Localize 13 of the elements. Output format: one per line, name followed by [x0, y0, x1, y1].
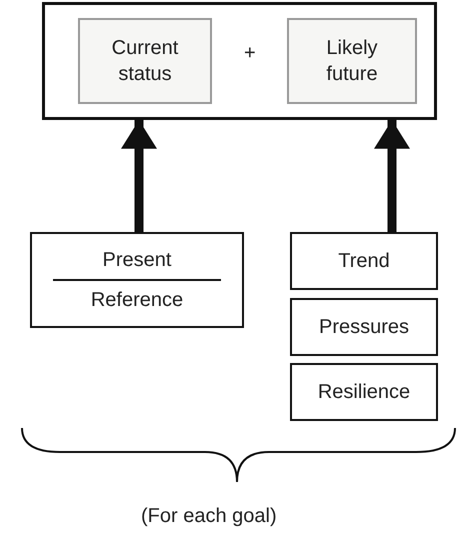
node-text: Reference	[90, 288, 184, 313]
process-box: Resilience	[290, 363, 438, 421]
outer-box	[42, 2, 437, 120]
process-box	[30, 232, 244, 328]
process-box: Trend	[290, 232, 438, 290]
plus-sign: +	[244, 42, 256, 65]
caption-text: (For each goal)	[141, 505, 277, 528]
node-text: Present	[102, 248, 172, 273]
process-box: Pressures	[290, 298, 438, 356]
thick-arrow	[374, 120, 410, 232]
thick-arrow	[121, 120, 157, 232]
status-box: Current status	[78, 18, 212, 104]
status-box: Likely future	[287, 18, 417, 104]
